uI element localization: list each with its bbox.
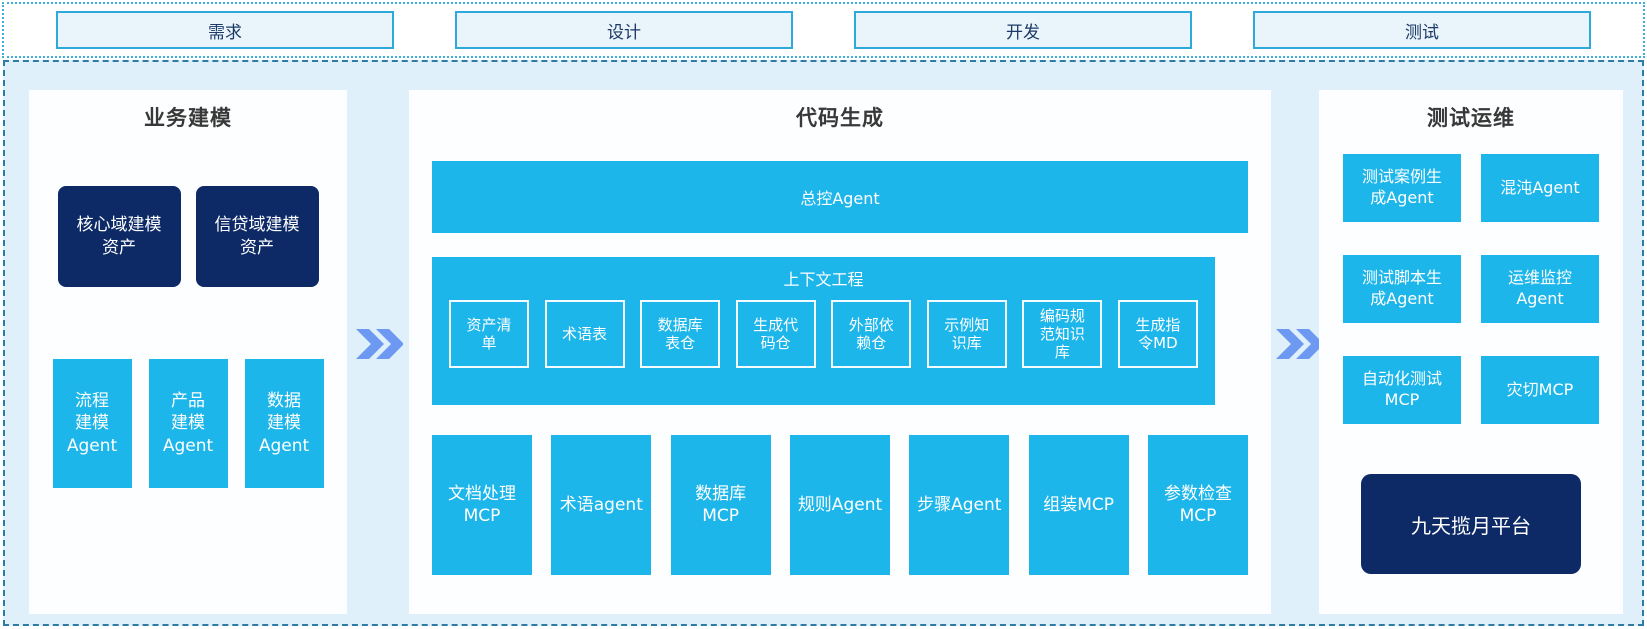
- panel-business-modeling: 业务建模 核心域建模 资产 信贷域建模 资产 流程 建模 Agent 产品 建模…: [29, 90, 347, 614]
- context-items-row: 资产清 单 术语表 数据库 表仓 生成代 码仓 外部依 赖仓 示例知 识库 编码…: [449, 300, 1198, 368]
- agent-box-process-modeling: 流程 建模 Agent: [52, 359, 132, 488]
- testops-box-chaos-agent: 混沌Agent: [1481, 154, 1599, 222]
- modeling-agents-row: 流程 建模 Agent 产品 建模 Agent 数据 建模 Agent: [52, 359, 324, 488]
- context-engineering-title: 上下文工程: [783, 270, 864, 289]
- tool-box-database-mcp: 数据库 MCP: [670, 435, 771, 575]
- asset-box-credit-domain: 信贷域建模 资产: [195, 186, 319, 287]
- context-item-generated-code-repo: 生成代 码仓: [735, 300, 816, 368]
- panel-title-codegen: 代码生成: [796, 106, 884, 130]
- tool-box-doc-processing-mcp: 文档处理 MCP: [432, 435, 532, 575]
- stage-requirements: 需求: [56, 11, 394, 49]
- pipeline-container: 业务建模 核心域建模 资产 信贷域建模 资产 流程 建模 Agent 产品 建模…: [3, 60, 1644, 626]
- asset-box-core-domain: 核心域建模 资产: [57, 186, 181, 287]
- testops-box-ops-monitor-agent: 运维监控 Agent: [1481, 255, 1599, 323]
- testops-grid: 测试案例生 成Agent 混沌Agent 测试脚本生 成Agent 运维监控 A…: [1343, 154, 1599, 424]
- context-item-asset-list: 资产清 单: [449, 300, 529, 368]
- tool-box-assembly-mcp: 组装MCP: [1028, 435, 1129, 575]
- flow-chevron-icon: [1267, 314, 1329, 374]
- context-item-external-deps-repo: 外部依 赖仓: [831, 300, 912, 368]
- panel-code-generation: 代码生成 总控Agent 上下文工程 资产清 单 术语表 数据库 表仓 生成代 …: [409, 90, 1271, 614]
- testops-box-test-case-gen-agent: 测试案例生 成Agent: [1343, 154, 1461, 222]
- context-item-db-table-repo: 数据库 表仓: [640, 300, 721, 368]
- panel-title-testops: 测试运维: [1427, 106, 1515, 130]
- panel-test-ops: 测试运维 测试案例生 成Agent 混沌Agent 测试脚本生 成Agent 运…: [1319, 90, 1623, 614]
- testops-box-test-script-gen-agent: 测试脚本生 成Agent: [1343, 255, 1461, 323]
- agent-box-data-modeling: 数据 建模 Agent: [244, 359, 324, 488]
- codegen-tools-row: 文档处理 MCP 术语agent 数据库 MCP 规则Agent 步骤Agent…: [432, 435, 1248, 575]
- context-item-coding-standard-kb: 编码规 范知识 库: [1022, 300, 1103, 368]
- flow-chevron-icon: [347, 314, 409, 374]
- stage-bar: 需求 设计 开发 测试: [2, 2, 1645, 58]
- context-item-glossary: 术语表: [544, 300, 625, 368]
- agent-box-product-modeling: 产品 建模 Agent: [148, 359, 228, 488]
- testops-box-auto-test-mcp: 自动化测试 MCP: [1343, 356, 1461, 424]
- tool-box-step-agent: 步骤Agent: [909, 435, 1010, 575]
- context-engineering-group: 上下文工程 资产清 单 术语表 数据库 表仓 生成代 码仓 外部依 赖仓 示例知…: [432, 257, 1215, 405]
- context-item-example-kb: 示例知 识库: [926, 300, 1007, 368]
- stage-design: 设计: [455, 11, 793, 49]
- tool-box-rule-agent: 规则Agent: [789, 435, 890, 575]
- platform-box-jiutian: 九天揽月平台: [1361, 474, 1581, 574]
- modeling-assets-row: 核心域建模 资产 信贷域建模 资产: [57, 186, 319, 287]
- tool-box-param-check-mcp: 参数检查 MCP: [1147, 435, 1248, 575]
- testops-box-disaster-switch-mcp: 灾切MCP: [1481, 356, 1599, 424]
- context-item-generation-instruction-md: 生成指 令MD: [1117, 300, 1198, 368]
- panel-title-business: 业务建模: [144, 106, 232, 130]
- master-agent-bar: 总控Agent: [432, 161, 1248, 233]
- stage-testing: 测试: [1253, 11, 1591, 49]
- tool-box-glossary-agent: 术语agent: [551, 435, 652, 575]
- stage-development: 开发: [854, 11, 1192, 49]
